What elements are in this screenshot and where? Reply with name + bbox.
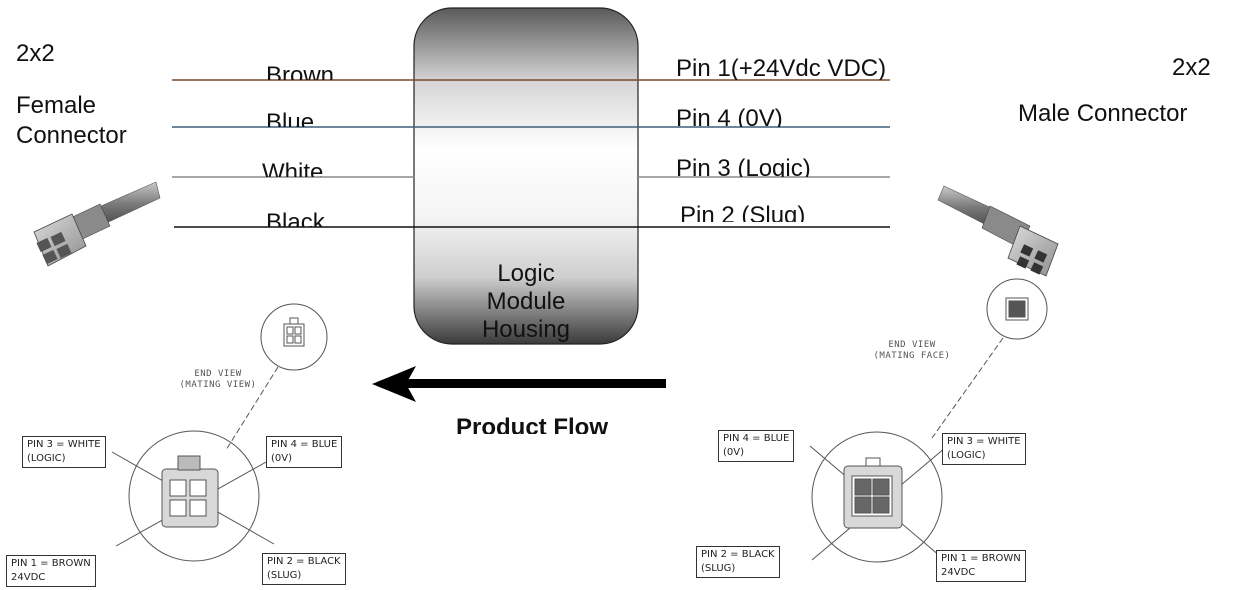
white-wire-label: White [262, 159, 324, 177]
brown-pin-label: Pin 1(+24Vdc VDC) [676, 55, 887, 80]
left-pin3-name: PIN 3 = WHITE [27, 439, 101, 450]
left-end-view-caption: END VIEW (MATING VIEW) [158, 369, 278, 391]
housing-label-line3: Housing [481, 316, 571, 344]
right-end-view-caption: END VIEW (MATING FACE) [852, 340, 972, 362]
right-connector-type: Male Connector [1018, 100, 1188, 127]
left-connector-type-line1: Female [16, 92, 97, 119]
blue-wire-label: Blue [266, 109, 315, 127]
housing-label-line1: Logic [497, 260, 555, 287]
black-wire-label: Black [266, 209, 325, 227]
right-pin1-function: 24VDC [941, 567, 976, 578]
housing-label-line2: Module [486, 288, 566, 316]
right-pin4-function: (0V) [723, 447, 745, 458]
left-pin3-box: PIN 3 = WHITE (LOGIC) [22, 436, 106, 468]
right-pin4-name: PIN 4 = BLUE [723, 433, 790, 444]
female-connector-image [33, 181, 161, 267]
left-pin1-box: PIN 1 = BROWN 24VDC [6, 555, 96, 587]
logic-module-housing [413, 7, 639, 345]
left-end-view-caption-line1: END VIEW [194, 369, 242, 379]
right-end-view-caption-line1: END VIEW [888, 340, 936, 350]
left-pin4-function: (0V) [271, 453, 293, 464]
right-pin4-box: PIN 4 = BLUE (0V) [718, 430, 795, 462]
right-pin2-name: PIN 2 = BLACK [701, 549, 775, 560]
male-end-view-detail [809, 278, 1048, 563]
left-pin4-box: PIN 4 = BLUE (0V) [266, 436, 343, 468]
female-end-view-detail [111, 303, 328, 562]
left-end-view-caption-line2: (MATING VIEW) [179, 380, 257, 390]
left-pin3-function: (LOGIC) [27, 453, 66, 464]
right-end-view-caption-line2: (MATING FACE) [873, 351, 951, 361]
brown-wire-label: Brown [266, 62, 335, 80]
right-pin1-box: PIN 1 = BROWN 24VDC [936, 550, 1026, 582]
product-flow-arrow [372, 366, 666, 402]
right-pin2-box: PIN 2 = BLACK (SLUG) [696, 546, 780, 578]
blue-pin-label: Pin 4 (0V) [676, 105, 783, 127]
left-connector-size: 2x2 [16, 40, 55, 67]
left-pin1-name: PIN 1 = BROWN [11, 558, 91, 569]
right-connector-size: 2x2 [1172, 54, 1211, 81]
right-pin2-function: (SLUG) [701, 563, 736, 574]
left-pin2-name: PIN 2 = BLACK [267, 556, 341, 567]
left-pin2-box: PIN 2 = BLACK (SLUG) [262, 553, 346, 585]
left-pin1-function: 24VDC [11, 572, 46, 583]
right-pin3-name: PIN 3 = WHITE [947, 436, 1021, 447]
right-pin3-function: (LOGIC) [947, 450, 986, 461]
housing-label: Logic Module Housing [414, 258, 638, 344]
product-flow-label: Product Flow [456, 414, 608, 434]
left-pin4-name: PIN 4 = BLUE [271, 439, 338, 450]
left-connector-type-line2: Connector [16, 122, 127, 149]
black-pin-label: Pin 2 (Slug) [680, 202, 806, 222]
white-pin-label: Pin 3 (Logic) [676, 155, 811, 177]
male-connector-image [937, 185, 1059, 277]
right-pin3-box: PIN 3 = WHITE (LOGIC) [942, 433, 1026, 465]
left-pin2-function: (SLUG) [267, 570, 302, 581]
right-pin1-name: PIN 1 = BROWN [941, 553, 1021, 564]
